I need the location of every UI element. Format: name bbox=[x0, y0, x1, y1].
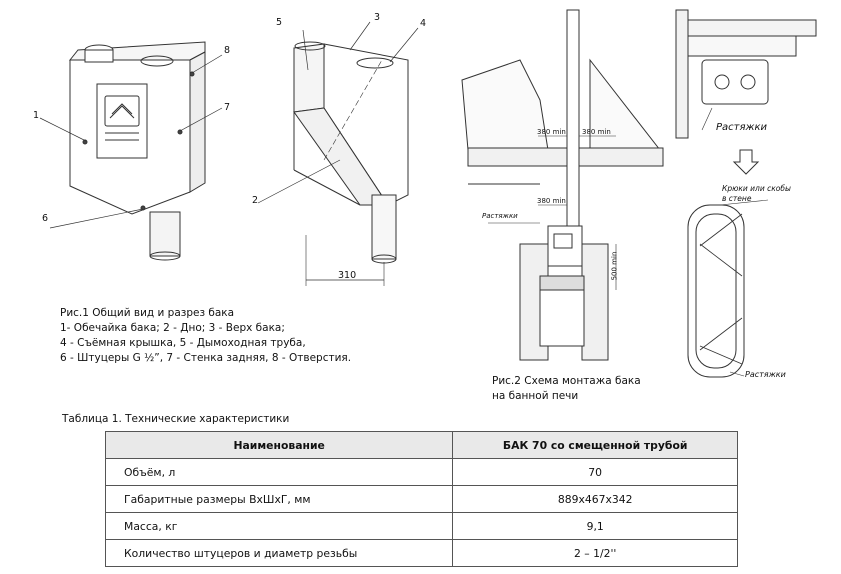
row-value: 70 bbox=[452, 458, 738, 486]
row-value: 2 – 1/2'' bbox=[452, 539, 738, 567]
table-header-row: Наименование БАК 70 со смещенной трубой bbox=[104, 431, 738, 459]
figure2-caption: Рис.2 Схема монтажа бака на банной печи bbox=[492, 374, 641, 404]
tank-section-view bbox=[257, 21, 419, 286]
callout-1: 1 bbox=[33, 110, 40, 121]
header-model: БАК 70 со смещенной трубой bbox=[452, 431, 738, 459]
callout-5: 5 bbox=[276, 17, 283, 28]
callout-8: 8 bbox=[224, 45, 231, 56]
dimension-left: 380 min bbox=[537, 128, 566, 136]
row-label: Количество штуцеров и диаметр резьбы bbox=[104, 539, 454, 567]
figure1-caption: Рис.1 Общий вид и разрез бака 1- Обечайк… bbox=[60, 306, 351, 366]
row-value: 889х467х342 bbox=[452, 485, 738, 513]
table-row: Габаритные размеры ВхШхГ, мм 889х467х342 bbox=[104, 485, 738, 513]
dimension-vertical: 500 min bbox=[610, 251, 619, 281]
rastyazhki-top-label: Растяжки bbox=[716, 122, 768, 133]
table-row: Масса, кг 9,1 bbox=[104, 512, 738, 540]
callout-3: 3 bbox=[374, 12, 381, 23]
fastening-detail bbox=[675, 9, 817, 378]
figure1-caption-line: 6 - Штуцеры G ½”, 7 - Стенка задняя, 8 -… bbox=[60, 352, 352, 364]
row-value: 9,1 bbox=[452, 512, 738, 540]
hooks-label-line2: в стене bbox=[722, 194, 752, 203]
header-name: Наименование bbox=[104, 431, 454, 459]
table-caption: Таблица 1. Технические характеристики bbox=[62, 413, 290, 425]
tank-general-view bbox=[39, 41, 223, 261]
callout-4: 4 bbox=[420, 18, 427, 29]
table-row: Количество штуцеров и диаметр резьбы 2 –… bbox=[104, 539, 738, 567]
table-row: Объём, л 70 bbox=[104, 458, 738, 486]
row-label: Масса, кг bbox=[104, 512, 454, 540]
installation-scheme bbox=[461, 9, 664, 361]
row-label: Габаритные размеры ВхШхГ, мм bbox=[104, 485, 454, 513]
hooks-label-line1: Крюки или скобы bbox=[722, 184, 791, 193]
figure1-caption-line: 1- Обечайка бака; 2 - Дно; 3 - Верх бака… bbox=[60, 322, 285, 334]
dimension-right: 380 min bbox=[582, 128, 611, 136]
figure2-caption-line: Рис.2 Схема монтажа бака bbox=[492, 375, 641, 387]
figure2-caption-line: на банной печи bbox=[492, 390, 579, 402]
figure1-caption-line: Рис.1 Общий вид и разрез бака bbox=[60, 307, 235, 319]
callout-7: 7 bbox=[224, 102, 231, 113]
callout-2: 2 bbox=[252, 195, 259, 206]
row-label: Объём, л bbox=[104, 458, 454, 486]
callout-6: 6 bbox=[42, 213, 49, 224]
dimension-lower: 380 min bbox=[537, 197, 566, 205]
rastyazhki-label: Растяжки bbox=[482, 212, 518, 220]
dimension-310: 310 bbox=[338, 270, 357, 281]
rastyazhki-bottom-label: Растяжки bbox=[745, 370, 786, 379]
specifications-table: Наименование БАК 70 со смещенной трубой … bbox=[104, 431, 738, 567]
figure1-caption-line: 4 - Съёмная крышка, 5 - Дымоходная труба… bbox=[60, 337, 306, 349]
